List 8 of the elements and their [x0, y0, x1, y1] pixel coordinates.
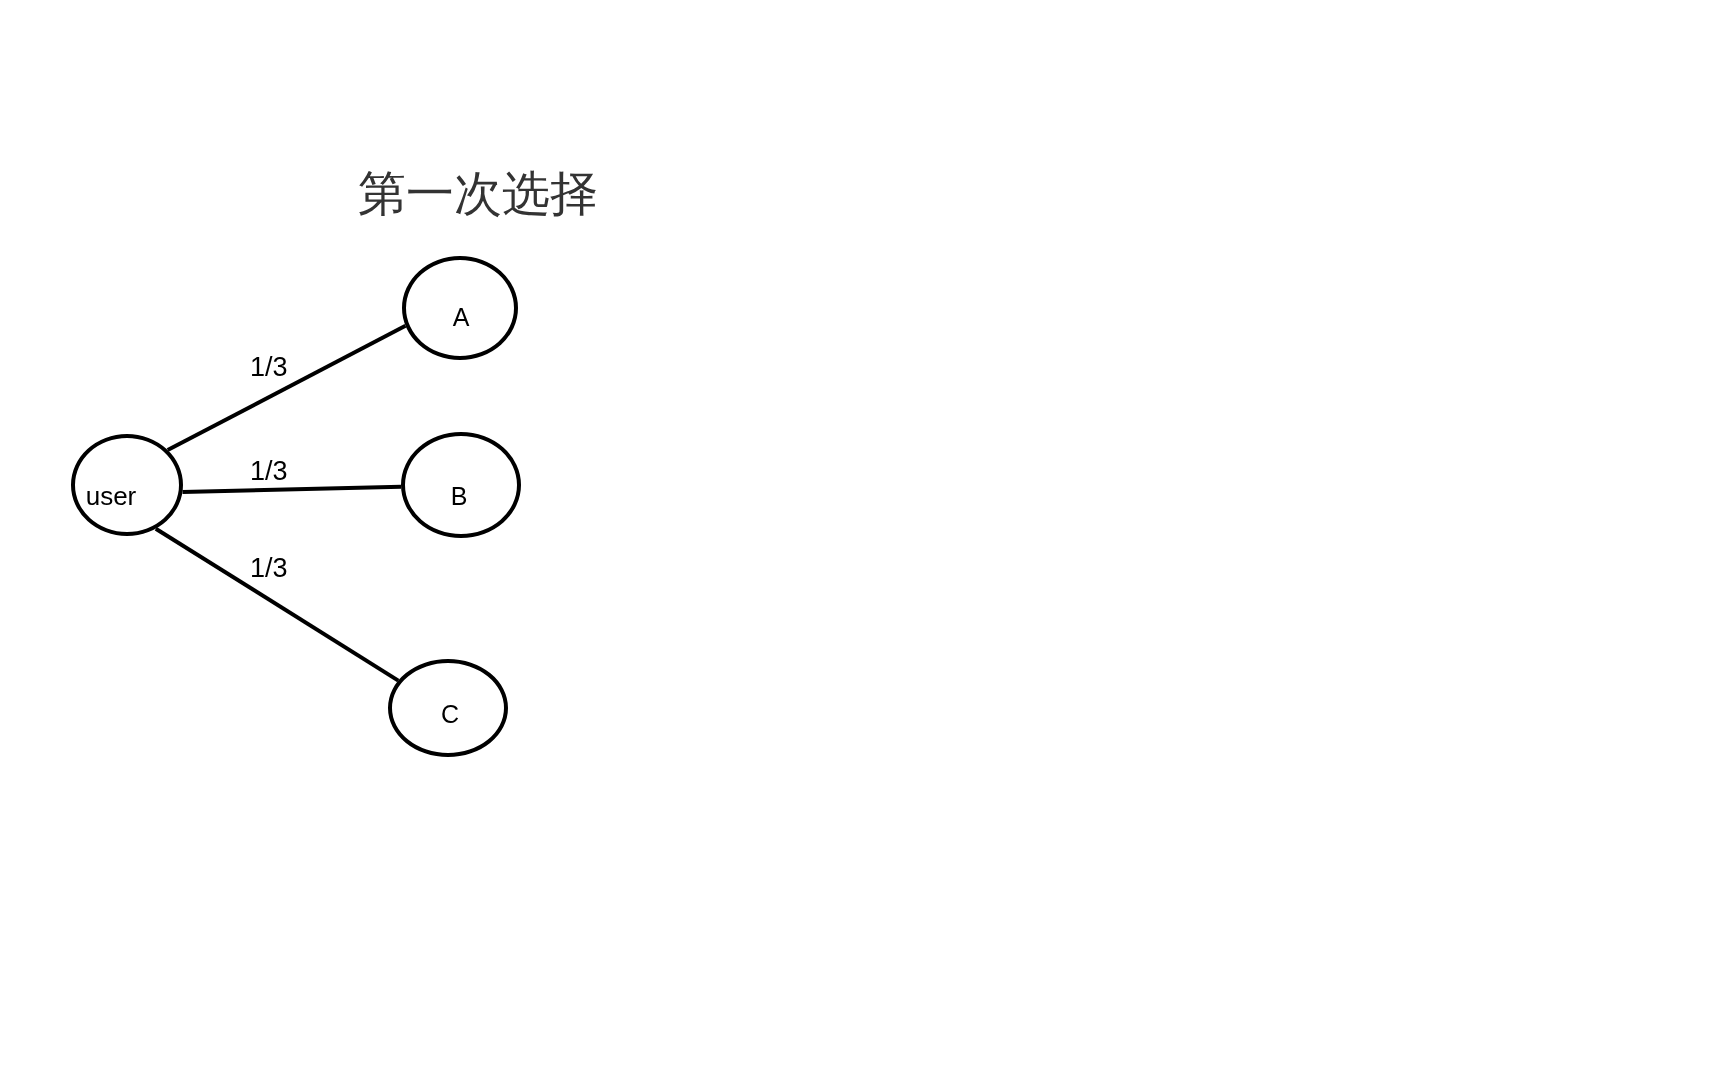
- connector-line: [154, 527, 400, 683]
- node-label: C: [440, 701, 460, 727]
- node-label: B: [450, 483, 468, 509]
- diagram-title: 第一次选择: [358, 170, 598, 218]
- node-label: user: [85, 483, 137, 509]
- connector-line: [166, 324, 407, 452]
- connector-line: [182, 484, 402, 495]
- node-label: A: [452, 304, 470, 330]
